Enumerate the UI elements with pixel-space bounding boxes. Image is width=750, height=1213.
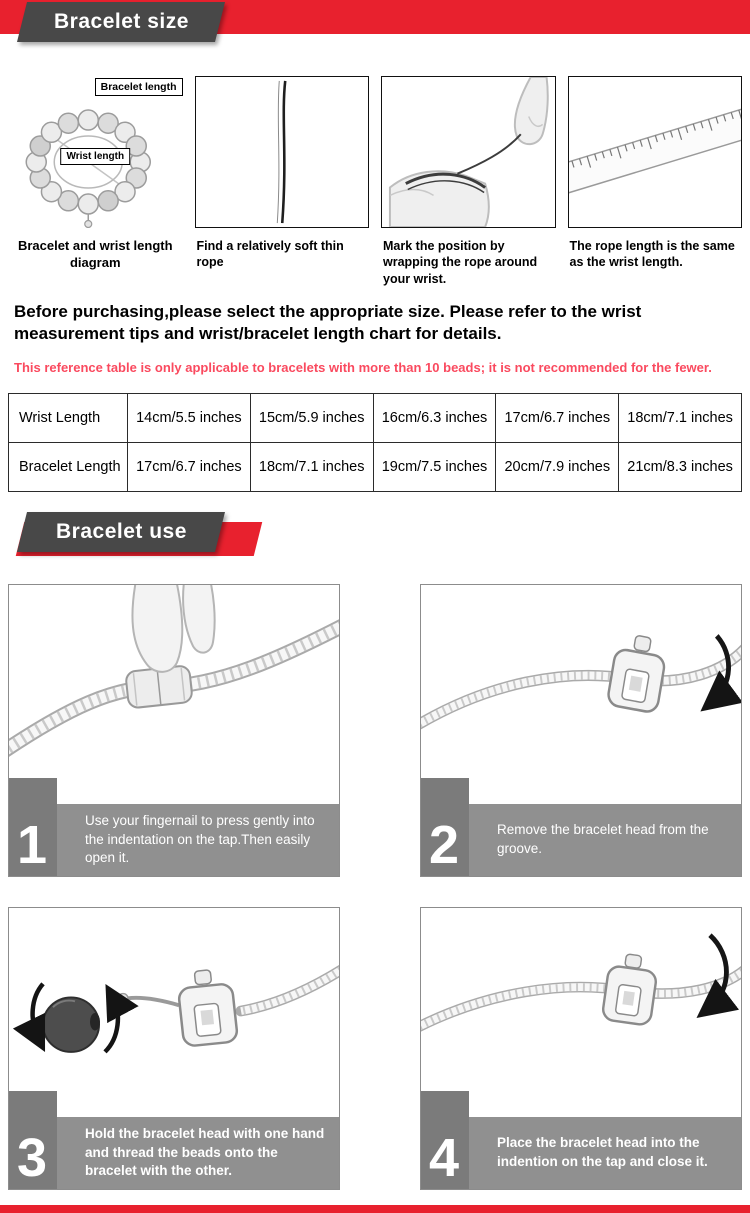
row-header: Wrist Length [8, 392, 128, 443]
step-instruction: Hold the bracelet head with one hand and… [85, 1126, 325, 1178]
step-instruction: Remove the bracelet head from the groove… [497, 822, 709, 856]
bracelet-size-ribbon: Bracelet size [17, 2, 225, 42]
ruler-icon [568, 94, 741, 206]
step-caption: Find a relatively soft thin rope [196, 239, 344, 270]
table-cell: 15cm/5.9 inches [249, 392, 374, 443]
wrist-length-label: Wrist length [60, 148, 131, 165]
section-title: Bracelet use [55, 519, 187, 543]
step-caption-bar: 2 Remove the bracelet head from the groo… [421, 777, 741, 876]
table-cell: 21cm/8.3 inches [618, 441, 742, 492]
step-caption: Mark the position by wrapping the rope a… [383, 239, 538, 286]
size-selection-intro: Before purchasing,please select the appr… [14, 301, 642, 344]
thin-rope-icon [276, 80, 287, 224]
step-caption-bar: 3 Hold the bracelet head with one hand a… [9, 1090, 339, 1189]
step-number: 2 [421, 777, 470, 876]
table-cell: 17cm/6.7 inches [127, 441, 251, 492]
step-instruction: Place the bracelet head into the indenti… [497, 1135, 708, 1169]
remove-head-illustration [421, 633, 741, 730]
table-cell: 18cm/7.1 inches [618, 392, 742, 443]
bottom-red-bar [0, 1205, 750, 1213]
close-clasp-illustration [421, 933, 741, 1032]
table-row-bracelet: Bracelet Length 17cm/6.7 inches 18cm/7.1… [8, 441, 742, 492]
table-cell: 20cm/7.9 inches [495, 441, 620, 492]
measuring-steps-row: Bracelet length Wrist length Bracelet an… [0, 76, 750, 287]
table-cell: 18cm/7.1 inches [249, 441, 374, 492]
hands-wrist-icon [388, 77, 549, 227]
section-title: Bracelet size [53, 10, 189, 33]
step-caption: Bracelet and wrist length diagram [17, 238, 173, 270]
measure-step-wrap: Mark the position by wrapping the rope a… [381, 76, 556, 287]
table-cell: 19cm/7.5 inches [372, 441, 497, 492]
size-reference-table: Wrist Length 14cm/5.5 inches 15cm/5.9 in… [8, 392, 742, 492]
step-number: 1 [9, 777, 58, 876]
step-number: 4 [421, 1090, 470, 1189]
measure-step-ruler: The rope length is the same as the wrist… [567, 76, 742, 287]
rope-illustration [194, 76, 369, 228]
table-cell: 16cm/6.3 inches [372, 392, 497, 443]
reference-table-note: This reference table is only applicable … [14, 359, 712, 375]
bracelet-diagram-illustration: Bracelet length Wrist length [8, 76, 183, 228]
use-step-panel-4: 4 Place the bracelet head into the inden… [420, 906, 742, 1190]
bracelet-use-ribbon: Bracelet use [17, 511, 225, 552]
measure-step-rope: Find a relatively soft thin rope [194, 76, 369, 287]
use-step-panel-2: 2 Remove the bracelet head from the groo… [420, 583, 742, 877]
step-caption: The rope length is the same as the wrist… [569, 239, 735, 270]
row-header: Bracelet Length [8, 441, 128, 492]
wrap-wrist-illustration [381, 76, 556, 228]
open-clasp-illustration [9, 584, 339, 757]
step-caption-bar: 4 Place the bracelet head into the inden… [421, 1090, 741, 1189]
use-step-panel-3: 3 Hold the bracelet head with one hand a… [8, 906, 340, 1190]
ruler-illustration [567, 76, 742, 228]
step-instruction: Use your fingernail to press gently into… [85, 813, 315, 865]
table-cell: 14cm/5.5 inches [127, 392, 251, 443]
table-row-wrist: Wrist Length 14cm/5.5 inches 15cm/5.9 in… [8, 392, 742, 443]
use-steps-grid: 1 Use your fingernail to press gently in… [0, 583, 750, 1190]
thread-beads-illustration [12, 964, 339, 1054]
use-step-panel-1: 1 Use your fingernail to press gently in… [8, 583, 340, 877]
step-number: 3 [9, 1090, 58, 1189]
table-cell: 17cm/6.7 inches [495, 392, 620, 443]
bracelet-size-header: Bracelet size [0, 0, 750, 48]
step-caption-bar: 1 Use your fingernail to press gently in… [9, 777, 339, 876]
bracelet-beads-icon [25, 109, 151, 228]
measure-step-diagram: Bracelet length Wrist length Bracelet an… [8, 76, 183, 287]
bracelet-use-header: Bracelet use [0, 510, 750, 558]
bracelet-length-label: Bracelet length [94, 78, 183, 96]
